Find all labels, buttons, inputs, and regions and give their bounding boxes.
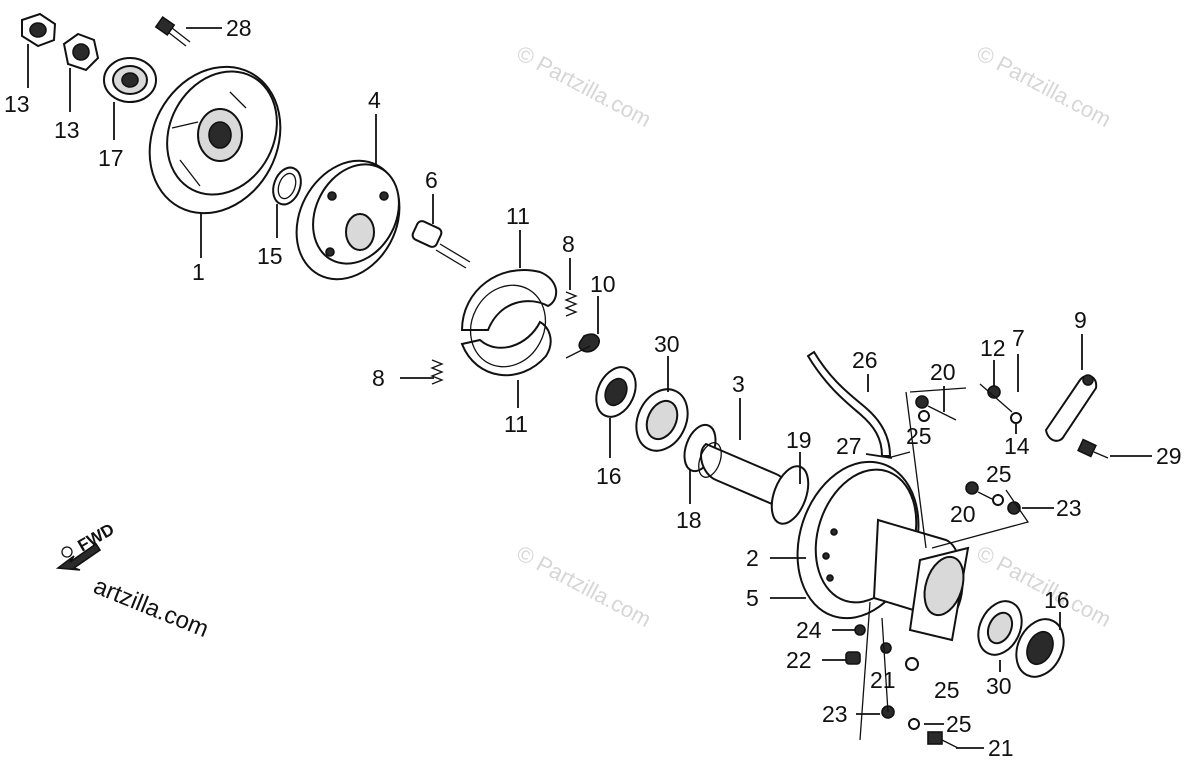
callout-15: 15	[257, 243, 283, 269]
callout-3: 3	[732, 371, 745, 397]
bearing-30-right	[977, 600, 1023, 656]
callout-8-upper: 8	[562, 231, 575, 257]
brand-text: artzilla.com	[90, 573, 213, 643]
callout-16-right: 16	[1044, 587, 1070, 613]
callout-26: 26	[852, 347, 878, 373]
bolt-20-lower	[965, 481, 995, 501]
flange-1	[148, 65, 282, 215]
callout-23-lower: 23	[822, 701, 848, 727]
callout-25-lower: 25	[934, 677, 960, 703]
callout-21-lower: 21	[988, 735, 1014, 761]
callout-13-right: 13	[54, 117, 80, 143]
callout-1: 1	[192, 259, 205, 285]
callout-9: 9	[1074, 307, 1087, 333]
case-2	[796, 460, 970, 642]
callout-6: 6	[425, 167, 438, 193]
callout-11-upper: 11	[506, 203, 530, 229]
callout-30-left: 30	[654, 331, 680, 357]
bolt-14	[1010, 412, 1022, 424]
plug-22	[845, 651, 861, 665]
bearing-16-right	[1015, 618, 1065, 678]
spring-8-upper	[564, 291, 578, 317]
callout-24: 24	[796, 617, 822, 643]
callout-16-left: 16	[596, 463, 622, 489]
leader-27	[865, 453, 893, 459]
nut-13-right	[62, 32, 100, 72]
callout-21-upper: 21	[870, 667, 896, 693]
callout-30-right: 30	[986, 673, 1012, 699]
shoes-11	[460, 269, 558, 377]
callout-13-left: 13	[4, 91, 30, 117]
washer-25-lower	[905, 657, 919, 671]
callout-27: 27	[836, 433, 862, 459]
callout-11-lower: 11	[504, 411, 528, 437]
collar-17	[103, 57, 157, 103]
bearing-16-left	[595, 366, 637, 418]
lever-9	[1044, 374, 1098, 442]
watermark-2: © Partzilla.com	[973, 40, 1116, 132]
callout-28: 28	[226, 15, 252, 41]
callout-8-lower: 8	[372, 365, 385, 391]
callout-7: 7	[1012, 325, 1025, 351]
brand-mark-icon	[61, 546, 73, 558]
spring-8-lower	[430, 359, 444, 385]
callout-14: 14	[1004, 433, 1030, 459]
callout-19: 19	[786, 427, 812, 453]
o-ring-15	[272, 166, 302, 206]
callout-20-lower: 20	[950, 501, 976, 527]
washer-25-mid	[992, 494, 1004, 506]
cam-6	[411, 220, 471, 269]
fwd-arrow-icon	[55, 542, 102, 571]
nut-13-left	[21, 12, 57, 48]
callout-29: 29	[1156, 443, 1182, 469]
callout-12: 12	[980, 335, 1006, 361]
callout-17: 17	[98, 145, 124, 171]
bolt-21-lower	[927, 731, 959, 749]
washer-25-upper	[918, 410, 930, 422]
watermark-1: © Partzilla.com	[513, 40, 656, 132]
callout-18: 18	[676, 507, 702, 533]
callout-10: 10	[590, 271, 616, 297]
callout-2: 2	[746, 545, 759, 571]
bolt-29	[1077, 438, 1109, 459]
bolt-28	[154, 15, 191, 47]
bolt-21-upper	[880, 642, 892, 654]
bolt-20-upper	[915, 395, 957, 421]
drum-4	[295, 159, 401, 281]
callout-22: 22	[786, 647, 812, 673]
nipple-24	[854, 624, 866, 636]
callout-25-upper: 25	[906, 423, 932, 449]
callout-25-bottom: 25	[946, 711, 972, 737]
callout-25-mid: 25	[986, 461, 1012, 487]
spring-10	[565, 333, 600, 359]
watermark-3: © Partzilla.com	[513, 540, 656, 632]
callout-4: 4	[368, 87, 381, 113]
washer-25-bottom	[908, 718, 920, 730]
bearing-30-left	[635, 388, 689, 452]
callout-23-upper: 23	[1056, 495, 1082, 521]
callout-20-upper: 20	[930, 359, 956, 385]
callout-5: 5	[746, 585, 759, 611]
